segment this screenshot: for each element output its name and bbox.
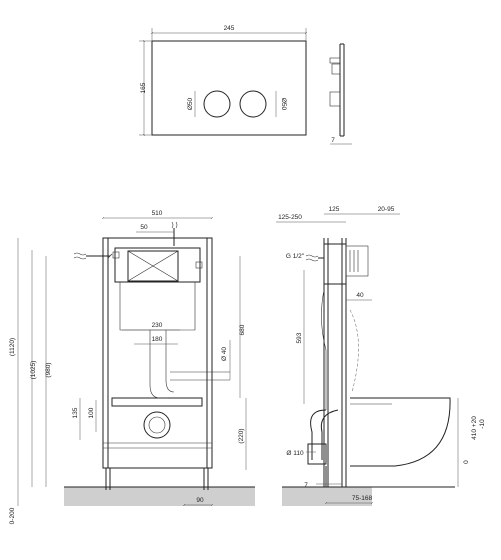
width-180-label: 180 — [152, 336, 163, 343]
frame-width-label: 510 — [152, 210, 163, 217]
frame-side-view: 125-250 125 20-95 G 1/2" 40 593 410 +20 … — [276, 206, 486, 506]
flush-plate-front-view: 245 165 Ø50 Ø50 — [139, 25, 308, 137]
leg-adjust-label: 0-200 — [9, 507, 16, 524]
plate-height-label: 165 — [140, 82, 147, 93]
button-right-diameter: Ø50 — [280, 98, 287, 111]
thread-g12-label: G 1/2" — [286, 253, 305, 260]
height-680-label: 680 — [239, 324, 246, 335]
pipe-diameter-40-label: Ø 40 — [221, 347, 228, 361]
height-220-label: (220) — [238, 428, 245, 443]
height-1120-label: (1120) — [9, 338, 16, 356]
floor-zero-label: 0 — [463, 460, 470, 464]
frame-front-view: 510 50 230 180 680 Ø 40 (220) 135 100 (1… — [9, 210, 255, 524]
seat-height-tolerance-label: -10 — [479, 419, 486, 429]
height-1025-label: (1025) — [30, 361, 37, 380]
plate-depth-label: 7 — [331, 137, 335, 144]
height-980-label: (980) — [45, 362, 52, 377]
seat-height-label: 410 +20 — [471, 416, 478, 440]
depth-75-168-label: 75-168 — [352, 495, 373, 502]
depth-40-label: 40 — [356, 292, 364, 299]
width-230-label: 230 — [152, 322, 163, 329]
height-135-label: 135 — [72, 407, 79, 418]
height-100-label: 100 — [88, 407, 95, 418]
button-left-diameter: Ø50 — [187, 97, 194, 110]
height-593-label: 593 — [296, 332, 303, 343]
plate-width-label: 245 — [224, 25, 235, 32]
depth-20-95-label: 20-95 — [378, 206, 395, 213]
depth-125-label: 125 — [329, 206, 340, 213]
drain-diameter-label: Ø 110 — [286, 450, 304, 457]
depth-125-250-label: 125-250 — [278, 214, 302, 221]
foot-width-label: 90 — [196, 497, 204, 504]
flush-plate-side-profile: 7 — [329, 43, 352, 145]
inlet-offset-label: 50 — [140, 224, 148, 231]
wall-gap-7-label: 7 — [304, 482, 308, 489]
